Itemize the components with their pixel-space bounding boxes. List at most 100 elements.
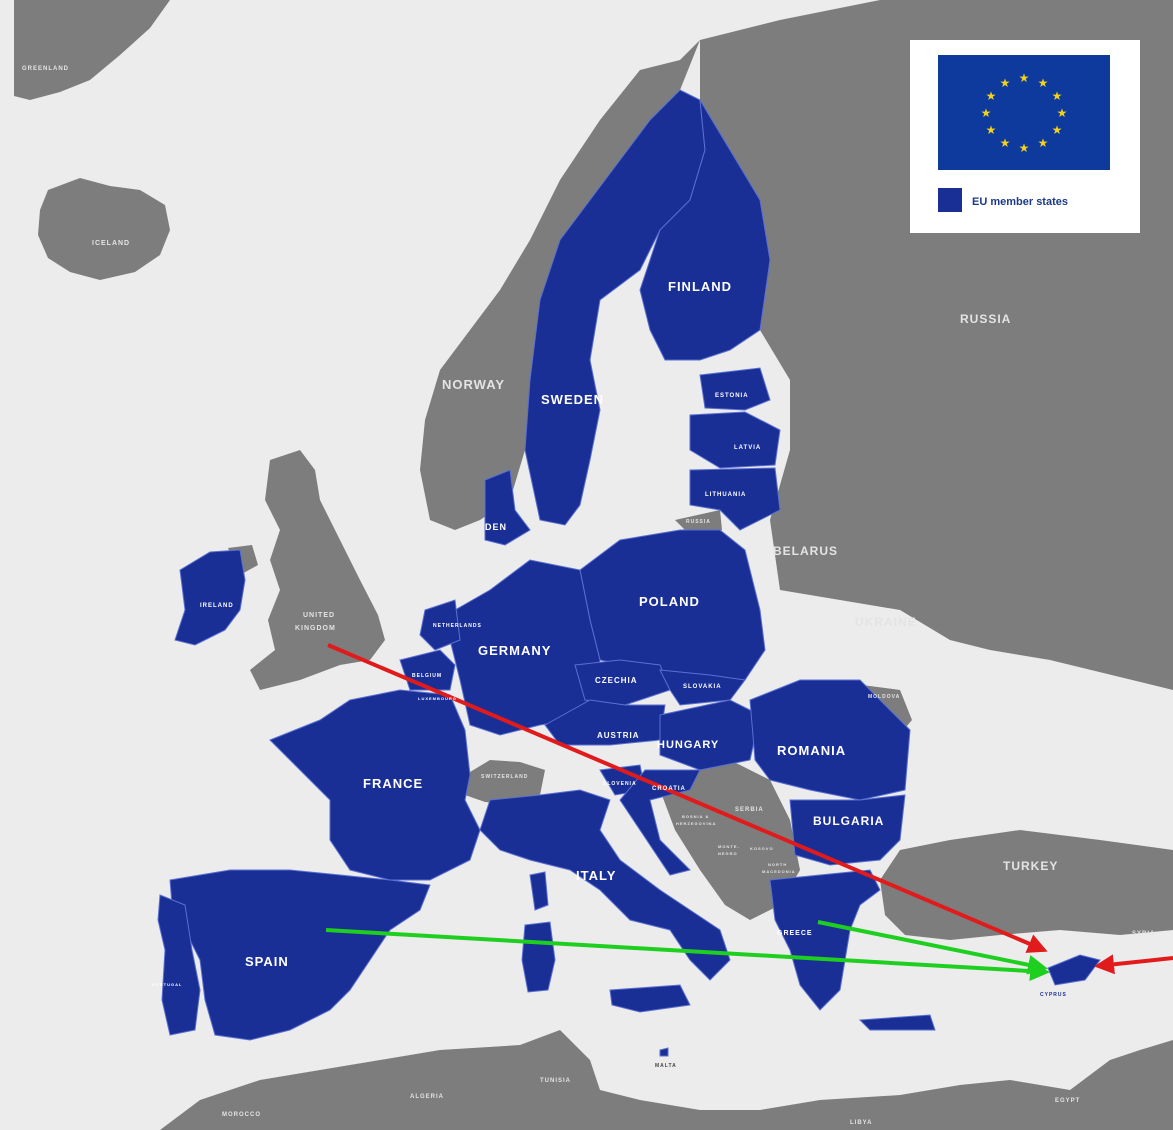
label-austria: AUSTRIA [597,731,640,740]
label-ukraine: UKRAINE [855,615,917,629]
sicily-shape [609,984,691,1013]
romania-shape [749,679,911,801]
label-bosnia-line1: BOSNIA & [682,814,709,819]
label-moldova: MOLDOVA [868,694,900,700]
label-uk-line2: KINGDOM [295,625,336,632]
label-norway: NORWAY [442,377,505,392]
label-libya: LIBYA [850,1120,872,1126]
label-syria: SYRIA [1132,931,1155,937]
eu-land [157,89,1101,1057]
label-montenegro-line2: NEGRO [718,851,738,856]
corsica-shape [529,871,549,911]
label-belgium: BELGIUM [412,673,442,679]
legend-swatch [938,188,962,212]
netherlands-shape [419,599,461,651]
legend-label: EU member states [972,196,1068,208]
svg-text:★: ★ [1019,141,1030,155]
label-iceland: ICELAND [92,240,130,247]
label-spain: SPAIN [245,954,289,969]
label-serbia: SERBIA [735,807,764,813]
arrows [325,643,1173,982]
label-latvia: LATVIA [734,445,761,451]
svg-text:★: ★ [1038,136,1049,150]
label-luxembourg: LUXEMBOURG [418,696,457,701]
label-poland: POLAND [639,594,700,609]
greenland-shape [14,0,170,100]
label-slovakia: SLOVAKIA [683,684,722,690]
legend: ★ ★ ★ ★ ★ ★ ★ ★ ★ ★ ★ ★ EU member states [910,40,1140,233]
label-greenland: GREENLAND [22,66,69,72]
label-morocco: MOROCCO [222,1112,261,1118]
estonia-shape [699,367,771,411]
label-algeria: ALGERIA [410,1094,444,1100]
switzerland-shape [465,760,545,805]
label-belarus: BELARUS [773,544,838,558]
eu-flag [938,55,1110,170]
label-bosnia-line2: HERZEGOVINA [676,821,716,826]
lithuania-shape [689,467,781,531]
label-russia: RUSSIA [960,312,1011,326]
label-france: FRANCE [363,776,423,791]
label-turkey: TURKEY [1003,859,1058,873]
svg-text:★: ★ [1038,76,1049,90]
label-tunisia: TUNISIA [540,1078,571,1084]
red-arrow-uk-to-cyprus [327,643,1048,953]
kaliningrad-shape [675,510,722,535]
label-croatia: CROATIA [652,786,686,792]
label-romania: ROMANIA [777,743,846,758]
label-lithuania: LITHUANIA [705,492,746,498]
green-arrow-spain-to-cyprus [325,928,1050,982]
eu-flag-stars-icon: ★ ★ ★ ★ ★ ★ ★ ★ ★ ★ ★ ★ [981,71,1068,155]
denmark-shape [484,469,531,546]
label-uk-line1: UNITED [303,612,335,619]
latvia-shape [689,411,781,469]
portugal-shape [157,894,201,1036]
green-arrow-greece-to-cyprus [817,920,1048,975]
svg-text:★: ★ [986,89,997,103]
label-macedonia-line1: NORTH [768,862,787,867]
label-russia-kaliningrad: RUSSIA [686,519,711,525]
scandinavia-norway-shape [420,40,700,530]
label-switzerland: SWITZERLAND [481,774,528,780]
finland-shape [639,99,771,361]
label-kosovo: KOSOVO [750,846,774,851]
label-germany: GERMANY [478,643,551,658]
label-hungary: HUNGARY [657,739,719,751]
label-montenegro-line1: MONTE- [718,844,740,849]
spain-shape [169,869,431,1041]
label-macedonia-line2: MACEDONIA [762,869,796,874]
svg-text:★: ★ [1052,123,1063,137]
svg-text:★: ★ [986,123,997,137]
svg-text:★: ★ [1057,106,1068,120]
svg-text:★: ★ [1000,136,1011,150]
croatia-shape [619,769,701,876]
uk-shape [250,450,385,690]
sardinia-shape [521,921,556,993]
label-greece: GREECE [777,930,813,937]
svg-text:★: ★ [1000,76,1011,90]
label-bulgaria: BULGARIA [813,814,884,828]
label-finland: FINLAND [668,279,732,294]
label-malta: MALTA [655,1063,677,1069]
italy-shape [479,789,731,981]
label-ireland: IRELAND [200,603,234,609]
crete-shape [858,1014,936,1031]
label-egypt: EGYPT [1055,1098,1080,1104]
label-italy: ITALY [576,868,616,883]
label-denmark: DEN [485,522,507,532]
bulgaria-shape [789,794,906,866]
red-arrow-east-to-cyprus [1094,954,1173,975]
label-estonia: ESTONIA [715,393,749,399]
label-slovenia: SLOVENIA [603,781,637,787]
iceland-shape [38,178,170,280]
hungary-shape [659,699,761,771]
label-sweden: SWEDEN [541,392,604,407]
label-czechia: CZECHIA [595,676,638,685]
cyprus-shape [1047,954,1101,986]
label-portugal: PORTUGAL [152,982,182,987]
svg-text:★: ★ [1052,89,1063,103]
turkey-shape [880,830,1173,940]
malta-shape [659,1047,669,1057]
